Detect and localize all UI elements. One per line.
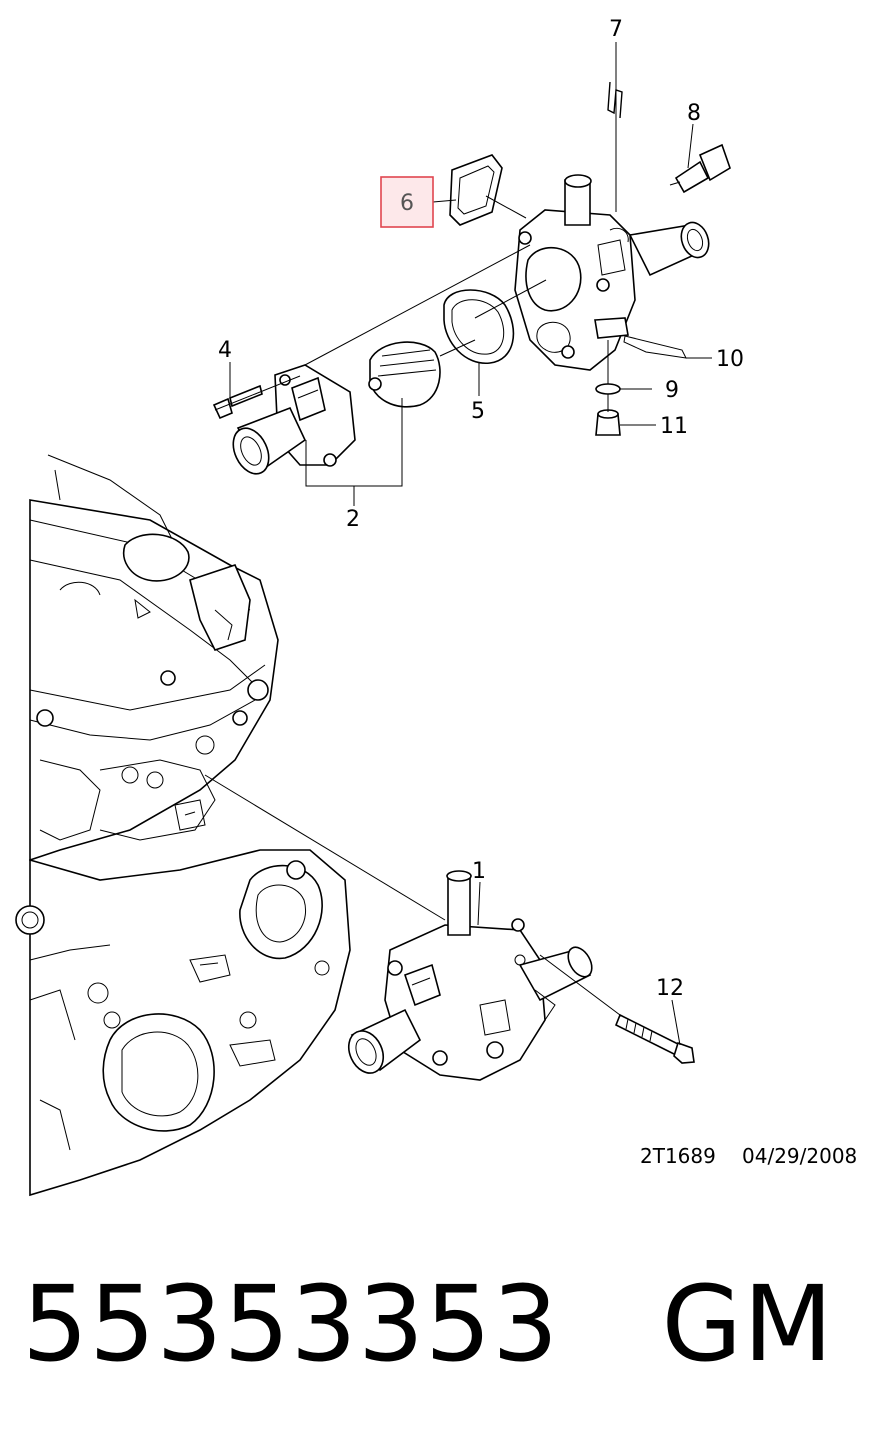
thermostat-drawing bbox=[368, 341, 441, 408]
callout-6: 6 bbox=[400, 191, 414, 216]
callout-8[interactable]: 8 bbox=[687, 101, 701, 126]
drawing-date: 04/29/2008 bbox=[742, 1144, 857, 1168]
o-ring-9-drawing bbox=[595, 383, 621, 395]
thermostat-cover-drawing bbox=[232, 364, 356, 475]
callout-10[interactable]: 10 bbox=[716, 347, 744, 372]
bolt-12-drawing bbox=[614, 1013, 695, 1064]
plug-11-drawing bbox=[595, 409, 621, 436]
housing-body-drawing bbox=[514, 174, 710, 371]
leader-lines bbox=[204, 42, 712, 1046]
callout-labels: 1 2 4 5 7 8 9 10 11 12 bbox=[218, 17, 744, 1001]
callout-6-box bbox=[380, 176, 434, 228]
o-ring-5-drawing bbox=[443, 289, 515, 364]
engine-block-drawing bbox=[15, 454, 351, 1197]
clip-7-drawing bbox=[607, 81, 623, 119]
callout-7[interactable]: 7 bbox=[609, 17, 623, 42]
brand-name: GM bbox=[661, 1263, 834, 1385]
callout-2[interactable]: 2 bbox=[346, 507, 360, 532]
assembled-thermostat-housing-drawing bbox=[347, 870, 593, 1081]
callout-12[interactable]: 12 bbox=[656, 976, 684, 1001]
callout-4[interactable]: 4 bbox=[218, 338, 232, 363]
callout-6-highlight[interactable]: 6 bbox=[380, 176, 434, 228]
bolt-4-drawing bbox=[212, 384, 263, 420]
part-number-footer: 55353353 GM bbox=[22, 1272, 834, 1376]
callout-9[interactable]: 9 bbox=[665, 378, 679, 403]
sensor-8-drawing bbox=[669, 143, 731, 194]
callout-5[interactable]: 5 bbox=[471, 399, 485, 424]
callout-11[interactable]: 11 bbox=[660, 414, 688, 439]
drawing-reference: 2T1689 04/29/2008 bbox=[640, 1144, 857, 1168]
exploded-parts-diagram: 1 2 4 5 7 8 9 10 11 12 6 2T1689 04/29/20… bbox=[15, 17, 857, 1197]
part-number: 55353353 bbox=[22, 1263, 560, 1385]
drawing-code: 2T1689 bbox=[640, 1144, 716, 1168]
gasket-6-drawing bbox=[449, 154, 503, 226]
gasket-10-drawing bbox=[623, 335, 687, 359]
callout-1[interactable]: 1 bbox=[472, 859, 486, 884]
